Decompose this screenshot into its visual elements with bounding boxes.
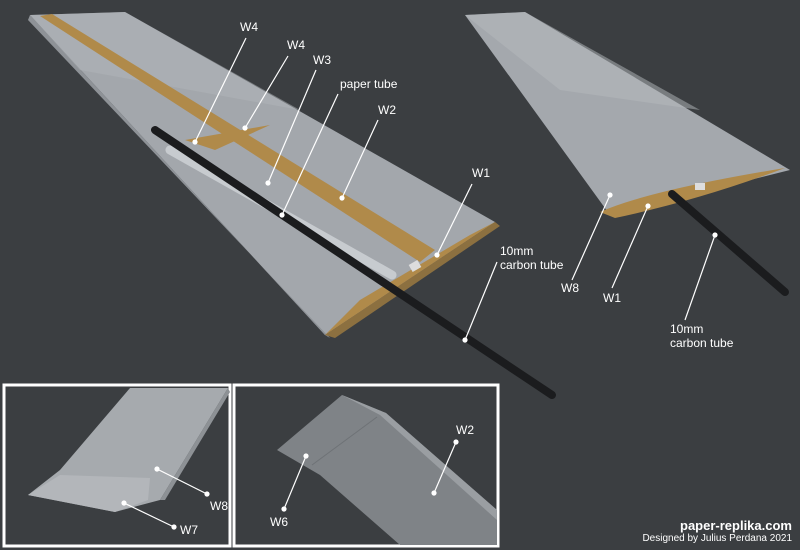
label-inset-w8: W8 — [210, 499, 228, 513]
label-carbon-tube: 10mm carbon tube — [500, 244, 563, 272]
label-inset-w6: W6 — [270, 515, 288, 529]
label-w4-upper: W4 — [240, 20, 258, 34]
designer-credit: Designed by Julius Perdana 2021 — [642, 533, 792, 544]
leader-lines — [192, 37, 718, 343]
label-right-w8: W8 — [561, 281, 579, 295]
carbon-tube — [151, 126, 556, 399]
label-carbon-tube-size: 10mm — [500, 244, 534, 258]
inset-left — [2, 383, 232, 548]
label-right-w1: W1 — [603, 291, 621, 305]
main-wing — [28, 12, 556, 399]
label-right-carbon-tube-size: 10mm — [670, 322, 704, 336]
label-w4: W4 — [287, 38, 305, 52]
label-w3: W3 — [313, 53, 331, 67]
label-inset-w7: W7 — [180, 523, 198, 537]
label-right-carbon-tube-text: carbon tube — [670, 336, 734, 350]
label-paper-tube: paper tube — [340, 77, 398, 91]
rib-w4 — [185, 125, 270, 150]
label-inset-w2: W2 — [456, 423, 474, 437]
label-carbon-tube-text: carbon tube — [500, 258, 564, 272]
credit: paper-replika.com Designed by Julius Per… — [642, 518, 792, 544]
label-right-carbon-tube: 10mm carbon tube — [670, 322, 733, 350]
label-w1: W1 — [472, 166, 490, 180]
label-w2: W2 — [378, 103, 396, 117]
inset-right — [232, 383, 500, 548]
right-wing — [465, 12, 790, 296]
site-name: paper-replika.com — [680, 518, 792, 533]
